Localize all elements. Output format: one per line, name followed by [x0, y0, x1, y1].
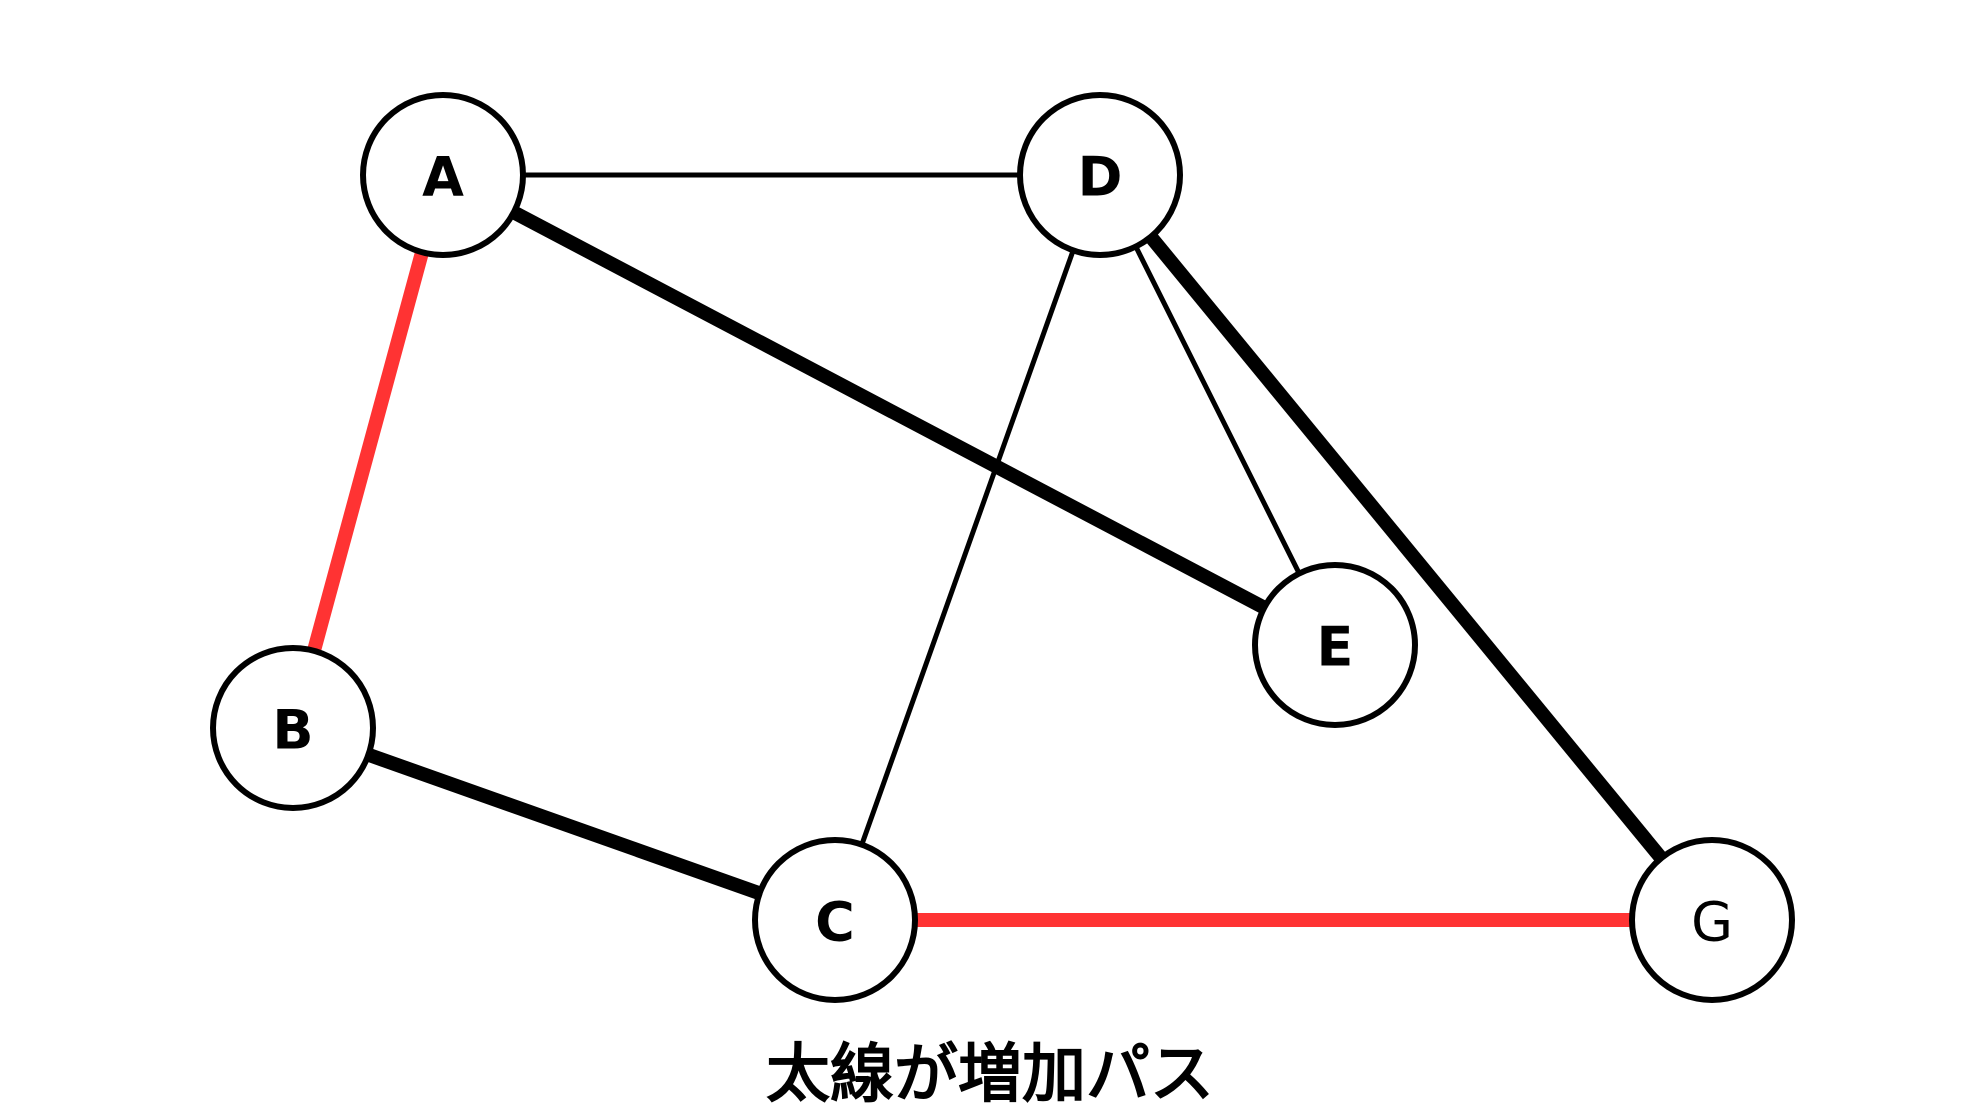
- node-a: A: [360, 92, 526, 258]
- edge-d-e: [1133, 245, 1302, 575]
- node-circle-a: [360, 92, 526, 258]
- node-label-b: B: [272, 699, 313, 762]
- node-circle-e: [1252, 562, 1418, 728]
- node-c: C: [752, 837, 918, 1003]
- node-circle-c: [752, 837, 918, 1003]
- node-e: E: [1252, 562, 1418, 728]
- edge-layer: [307, 172, 1667, 927]
- edge-d-g: [1145, 232, 1667, 863]
- node-circle-b: [210, 645, 376, 811]
- edge-a-b: [307, 250, 429, 653]
- node-d: D: [1017, 92, 1183, 258]
- node-circle-d: [1017, 92, 1183, 258]
- node-label-a: A: [422, 146, 464, 209]
- node-label-e: E: [1317, 616, 1354, 679]
- node-circle-g: [1629, 837, 1795, 1003]
- node-label-d: D: [1078, 146, 1123, 209]
- edge-d-c: [859, 249, 1076, 846]
- node-g: G: [1629, 837, 1795, 1003]
- node-b: B: [210, 645, 376, 811]
- node-label-c: C: [815, 891, 855, 954]
- node-layer: A B C D E G: [210, 92, 1795, 1003]
- edge-a-e: [510, 206, 1268, 614]
- diagram-caption: 太線が増加パス: [766, 1038, 1214, 1112]
- node-label-g: G: [1691, 891, 1733, 954]
- edge-b-c: [366, 748, 762, 900]
